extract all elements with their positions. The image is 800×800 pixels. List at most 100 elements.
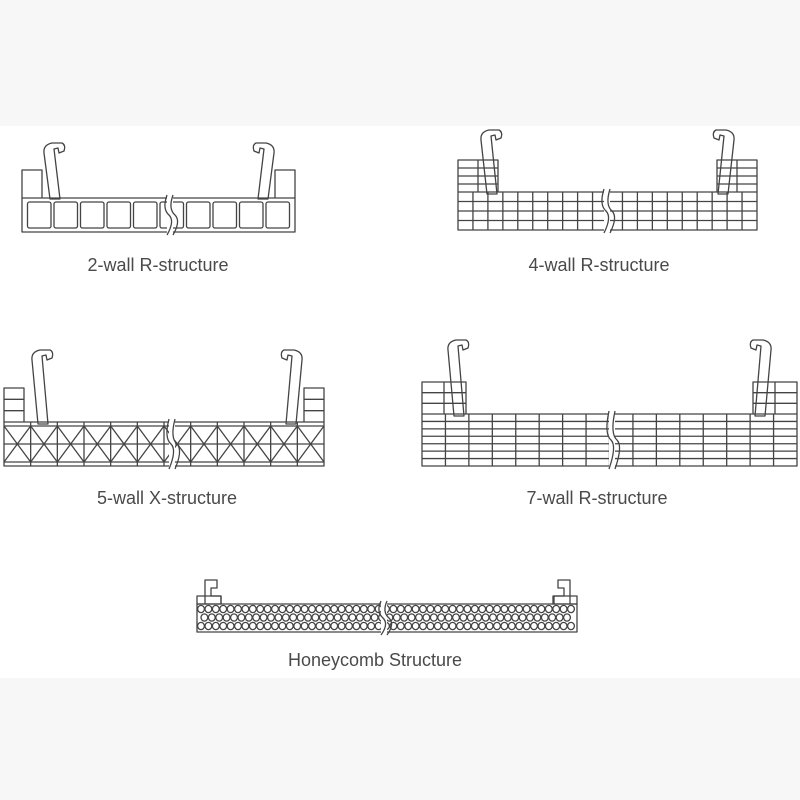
chamber-cell bbox=[238, 201, 264, 229]
honeycomb-cell bbox=[219, 604, 228, 614]
honeycomb-cell bbox=[337, 621, 346, 631]
honeycomb-cell bbox=[529, 621, 539, 631]
honeycomb-cell bbox=[548, 613, 557, 622]
honeycomb-cell bbox=[544, 621, 553, 631]
honeycomb-cell bbox=[367, 621, 376, 631]
honeycomb-cell bbox=[478, 621, 487, 631]
honeycomb-cell bbox=[330, 621, 339, 631]
snap-clip-left bbox=[480, 129, 503, 195]
honeycomb-cell bbox=[293, 621, 302, 631]
honeycomb-cell bbox=[318, 613, 327, 622]
honeycomb-cell bbox=[451, 613, 461, 622]
honeycomb-cell bbox=[515, 604, 524, 614]
side-wall-left bbox=[3, 387, 25, 422]
break-line bbox=[164, 194, 173, 236]
chamber-cell bbox=[53, 201, 79, 229]
x-brace bbox=[110, 425, 138, 463]
snap-clip-left bbox=[31, 349, 54, 425]
x-brace bbox=[216, 425, 245, 463]
label-two-wall: 2-wall R-structure bbox=[87, 255, 229, 275]
honeycomb-cell bbox=[441, 621, 450, 631]
honeycomb-cell bbox=[492, 604, 502, 614]
honeycomb-cell bbox=[389, 604, 398, 614]
honeycomb-cell bbox=[244, 613, 253, 622]
break-line bbox=[378, 600, 387, 636]
honeycomb-cell bbox=[396, 604, 405, 614]
break-line bbox=[166, 418, 175, 470]
honeycomb-cell bbox=[400, 613, 409, 622]
break-line bbox=[384, 600, 393, 636]
honeycomb-cell bbox=[207, 613, 216, 622]
break-line bbox=[606, 410, 615, 470]
honeycomb-cell bbox=[237, 613, 246, 622]
break-line bbox=[172, 418, 181, 470]
honeycomb-cell bbox=[422, 613, 431, 622]
honeycomb-cell bbox=[263, 621, 272, 631]
honeycomb-cell bbox=[303, 613, 313, 622]
honeycomb-cell bbox=[537, 621, 546, 631]
seven-wall-diagram bbox=[421, 339, 798, 470]
honeycomb-cell bbox=[470, 604, 479, 614]
honeycomb-cell bbox=[478, 604, 487, 614]
honeycomb-cell bbox=[566, 621, 576, 631]
break-line bbox=[601, 188, 610, 234]
honeycomb-cell bbox=[559, 621, 568, 631]
honeycomb-cell bbox=[444, 613, 453, 622]
honeycomb-cell bbox=[418, 621, 428, 631]
honeycomb-cell bbox=[352, 621, 361, 631]
honeycomb-cell bbox=[481, 613, 490, 622]
honeycomb-cell bbox=[525, 613, 535, 622]
honeycomb-cell bbox=[507, 621, 516, 631]
honeycomb-cell bbox=[566, 604, 576, 614]
five-wall-diagram bbox=[3, 349, 325, 470]
snap-clip-right bbox=[280, 349, 303, 425]
honeycomb-cell bbox=[248, 604, 257, 614]
honeycomb-cell bbox=[518, 613, 527, 622]
honeycomb-cell bbox=[552, 621, 561, 631]
snap-clip-left bbox=[447, 339, 470, 417]
honeycomb-cell bbox=[256, 621, 265, 631]
honeycomb-cell bbox=[426, 604, 435, 614]
honeycomb-cell bbox=[414, 613, 424, 622]
side-wall-left bbox=[196, 595, 222, 605]
honeycomb-cell bbox=[492, 621, 502, 631]
honeycomb-cell bbox=[344, 621, 354, 631]
honeycomb-cell bbox=[333, 613, 342, 622]
break-line bbox=[607, 188, 616, 234]
honeycomb-cell bbox=[426, 621, 435, 631]
honeycomb-cell bbox=[196, 604, 206, 614]
x-brace bbox=[190, 425, 218, 463]
chamber-cell bbox=[106, 201, 132, 229]
honeycomb-cell bbox=[263, 604, 272, 614]
snap-clip-right bbox=[553, 579, 571, 604]
honeycomb-cell bbox=[367, 604, 376, 614]
honeycomb-cell bbox=[340, 613, 350, 622]
side-wall-left bbox=[21, 169, 43, 198]
honeycomb-cell bbox=[418, 604, 428, 614]
honeycomb-cell bbox=[537, 604, 546, 614]
honeycomb-cell bbox=[233, 621, 243, 631]
honeycomb-cell bbox=[241, 604, 250, 614]
honeycomb-cell bbox=[455, 604, 465, 614]
honeycomb-cell bbox=[433, 621, 442, 631]
honeycomb-cell bbox=[211, 621, 220, 631]
label-honeycomb: Honeycomb Structure bbox=[287, 650, 463, 670]
honeycomb-cell bbox=[266, 613, 276, 622]
honeycomb-cell bbox=[448, 604, 457, 614]
honeycomb-cell bbox=[392, 613, 401, 622]
snap-clip-right bbox=[252, 142, 275, 200]
honeycomb-cell bbox=[289, 613, 298, 622]
x-brace bbox=[83, 425, 112, 463]
break-gap bbox=[609, 412, 615, 468]
chamber-cell bbox=[26, 201, 52, 229]
honeycomb-cell bbox=[396, 621, 405, 631]
honeycomb-cell bbox=[270, 621, 280, 631]
honeycomb-cell bbox=[315, 621, 324, 631]
break-gap bbox=[169, 420, 175, 468]
chamber-cell bbox=[212, 201, 238, 229]
honeycomb-cell bbox=[407, 613, 416, 622]
honeycomb-cell bbox=[374, 621, 383, 631]
honeycomb-cell bbox=[307, 621, 317, 631]
honeycomb-cell bbox=[466, 613, 475, 622]
label-five-wall: 5-wall X-structure bbox=[96, 488, 238, 508]
